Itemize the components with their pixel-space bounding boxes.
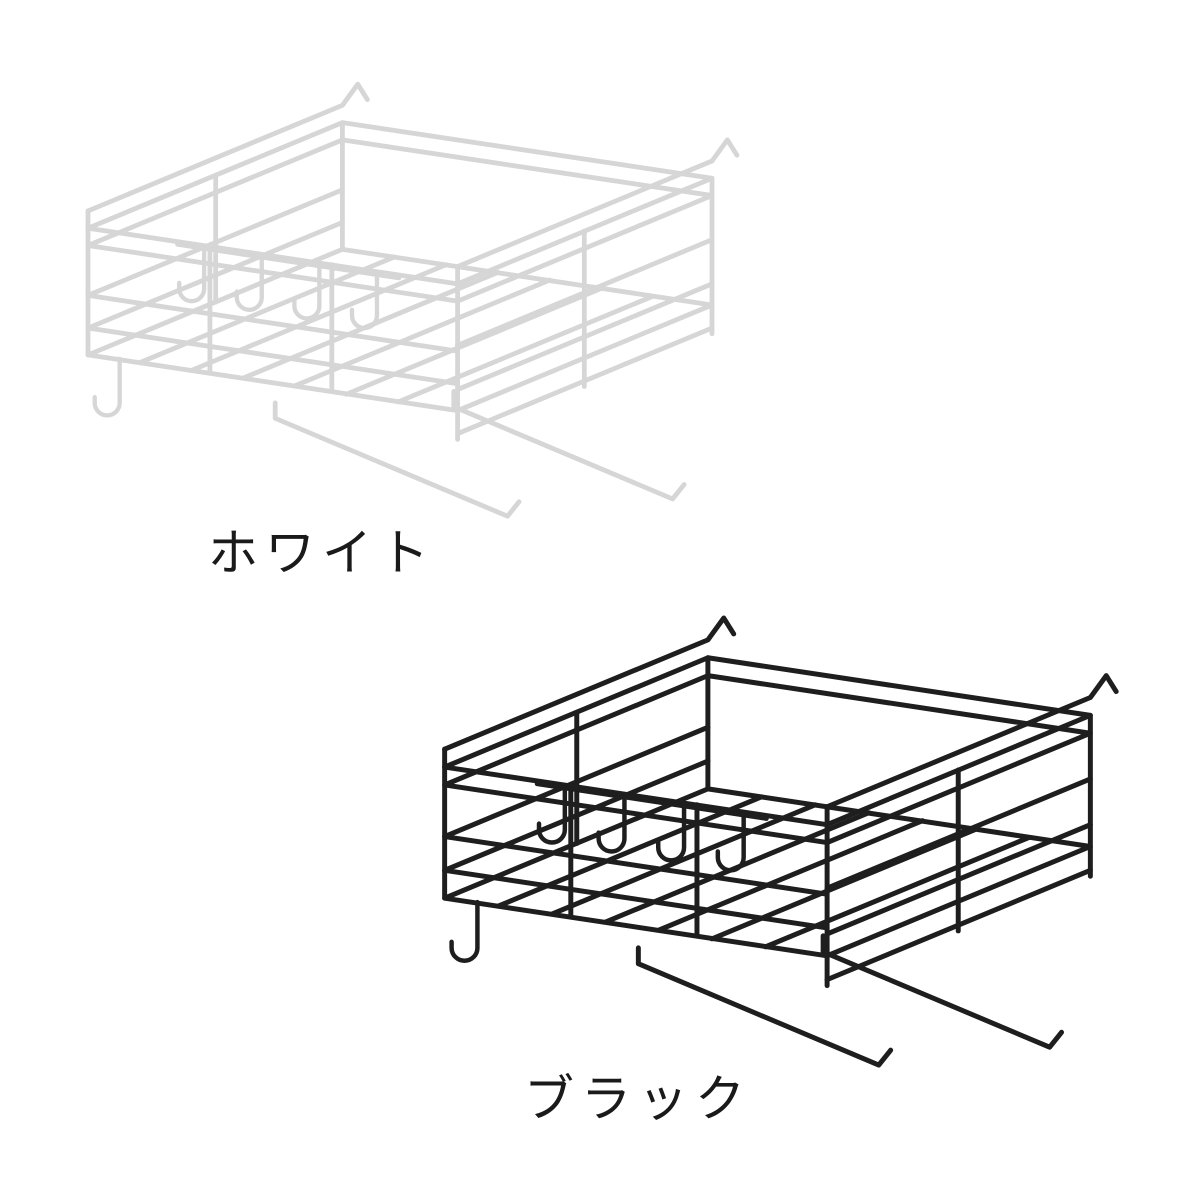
rack-illustration-black <box>390 598 1145 1095</box>
variant-label-black: ブラック <box>524 1071 752 1127</box>
rack-illustration-white <box>35 65 765 545</box>
variant-label-white: ホワイト <box>208 525 436 581</box>
